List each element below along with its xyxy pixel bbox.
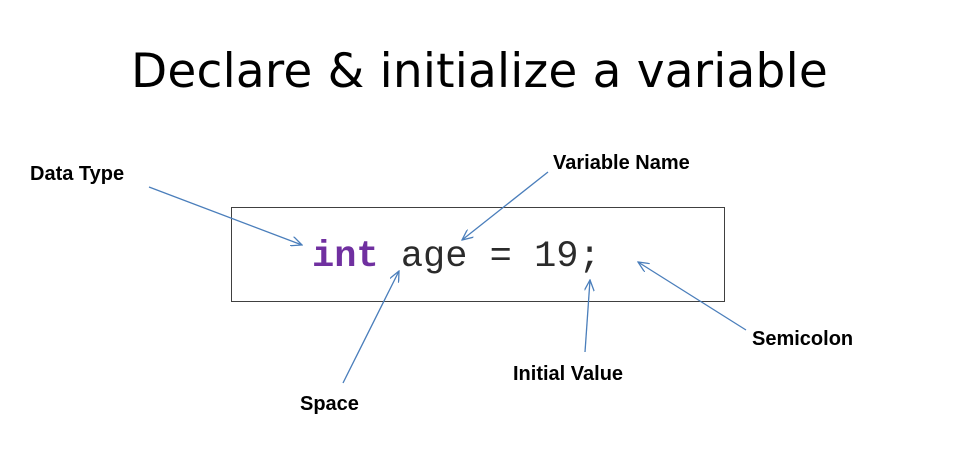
code-initial-value: 19 <box>534 236 579 278</box>
label-space: Space <box>300 393 359 415</box>
code-assignment: = <box>467 236 535 278</box>
arrow-data-type <box>148 186 302 245</box>
code-box <box>231 207 725 302</box>
label-data-type: Data Type <box>30 163 125 185</box>
arrow-space <box>342 271 399 384</box>
arrow-semicolon <box>638 262 747 331</box>
code-keyword: int <box>312 236 379 278</box>
arrow-variable-name <box>462 171 549 240</box>
code-semicolon: ; <box>578 236 601 278</box>
code-variable-name: age <box>400 236 468 278</box>
diagram-title: Declare & initialize a variable <box>131 44 828 99</box>
label-semicolon: Semicolon <box>752 328 854 350</box>
code-statement: int age = 19; <box>312 236 601 278</box>
arrow-initial-value <box>585 280 590 353</box>
label-initial-value: Initial Value <box>513 363 624 385</box>
label-variable-name: Variable Name <box>553 152 690 174</box>
